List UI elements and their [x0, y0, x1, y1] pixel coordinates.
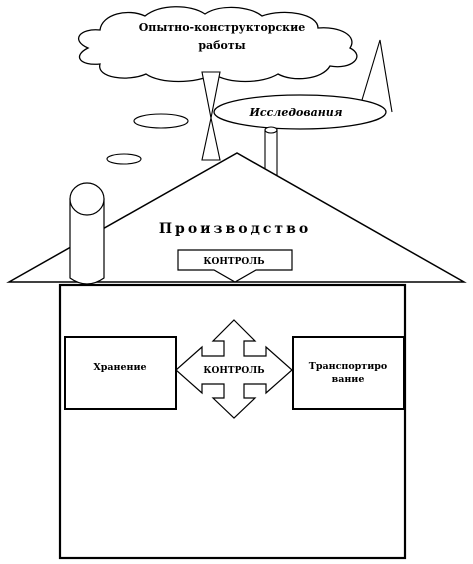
transport-label-line1: Транспортиро — [309, 361, 387, 372]
research-ellipse: Исследования — [213, 94, 387, 130]
research-label: Исследования — [249, 106, 343, 119]
roof — [6, 152, 467, 283]
rd-cloud-line2: работы — [198, 39, 245, 52]
rd-cloud-line1: Опытно-конструкторские — [139, 21, 306, 34]
production-title: Производство — [159, 221, 311, 237]
transport-box: Транспортиро вание — [292, 336, 405, 410]
control-center-label: КОНТРОЛЬ — [203, 366, 264, 376]
thought-bubble-small — [106, 153, 142, 165]
cloud-connector — [201, 71, 221, 161]
chimney — [69, 182, 105, 285]
control-top-arrow: КОНТРОЛЬ — [177, 249, 293, 283]
storage-label: Хранение — [93, 362, 146, 373]
four-way-arrow: КОНТРОЛЬ — [175, 319, 293, 419]
rd-cloud: Опытно-конструкторские работы — [77, 6, 358, 83]
storage-box: Хранение — [64, 336, 177, 410]
control-top-label: КОНТРОЛЬ — [203, 257, 264, 267]
transport-label-line2: вание — [332, 374, 365, 385]
thought-bubble-large — [133, 113, 189, 129]
research-connector — [361, 39, 393, 113]
